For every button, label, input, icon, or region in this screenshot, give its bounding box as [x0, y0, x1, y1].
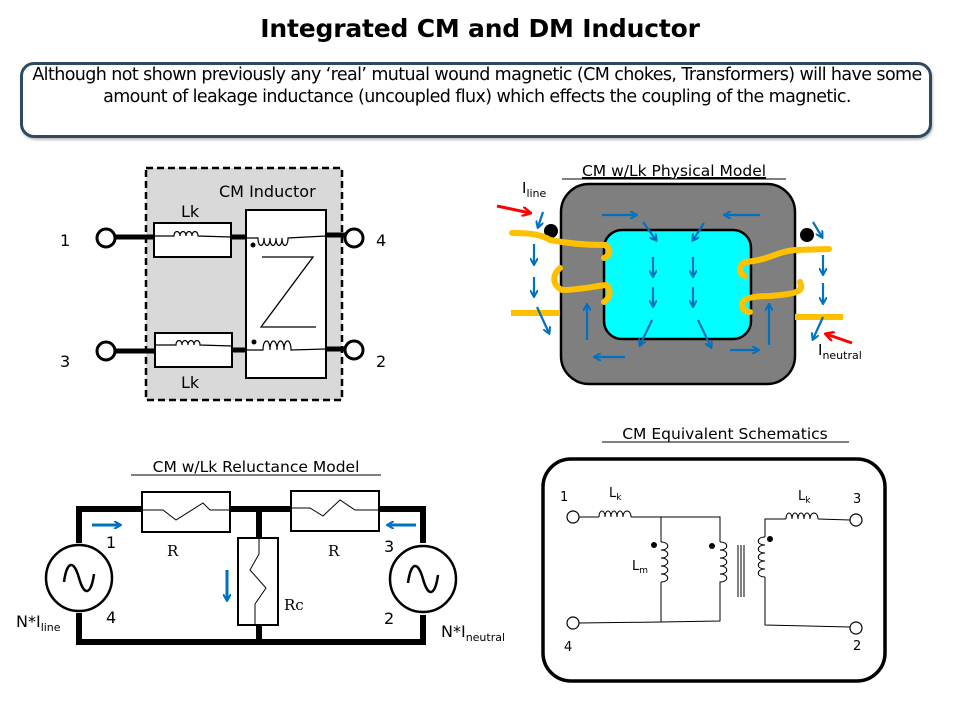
- port-4-label: 4: [564, 640, 572, 655]
- windings: [509, 230, 843, 320]
- r-right-box: [290, 490, 380, 532]
- source-left-label: N*Iline: [16, 612, 61, 634]
- terminal-2-icon: [343, 339, 365, 361]
- reluctance-model: CM w/Lk Reluctance Model R R Rc 1 4 3 2: [16, 458, 505, 645]
- r-right-label: R: [328, 542, 340, 560]
- i-line-label: Iline: [522, 179, 547, 200]
- lm-coil-icon: [660, 541, 669, 583]
- rc-label: Rc: [284, 596, 304, 614]
- node-2-label: 2: [384, 609, 394, 628]
- port-1-label: 1: [560, 490, 568, 505]
- lk-bottom-coil-icon: [155, 339, 233, 347]
- dot-right-icon: [800, 228, 814, 242]
- port-4-icon: [566, 616, 580, 630]
- cm-inductor-block: CM Inductor 1 3 4 2 Lk Lk: [60, 166, 386, 402]
- port-1-label: 1: [60, 231, 70, 250]
- dot-left-icon: [544, 224, 558, 238]
- port-3-icon: [849, 513, 863, 527]
- core-window: [602, 228, 753, 341]
- lk-left-label: Lk: [609, 486, 622, 503]
- physical-model: CM w/Lk Physical Model Iline Ineutral: [496, 162, 862, 386]
- port-1-icon: [566, 510, 580, 524]
- rc-zigzag-icon: [249, 538, 267, 625]
- port-3-label: 3: [853, 492, 861, 507]
- callout-box: [20, 62, 932, 138]
- port-2-icon: [849, 621, 863, 635]
- i-neutral-label: Ineutral: [818, 341, 862, 362]
- r-left-box: [141, 491, 231, 533]
- callout-text: Although not shown previously any ‘real’…: [32, 65, 922, 107]
- r-left-zigzag-icon: [142, 502, 230, 521]
- port-2-label: 2: [853, 639, 861, 654]
- node-3-label: 3: [384, 537, 394, 556]
- lk-top-inductor-box: [153, 222, 232, 258]
- terminal-4-icon: [343, 227, 365, 249]
- flux-arrows: [534, 212, 823, 357]
- node-4-label: 4: [106, 608, 116, 627]
- lk-top-coil-icon: [154, 230, 232, 238]
- r-right-zigzag-icon: [291, 499, 379, 517]
- rc-box: [237, 537, 279, 626]
- i-line-arrow-icon: [496, 204, 530, 213]
- r-left-label: R: [167, 542, 179, 560]
- lk-top-label: Lk: [181, 202, 200, 221]
- schematic-frame: [541, 457, 887, 683]
- terminal-1-icon: [95, 227, 117, 249]
- cm-inductor-label: CM Inductor: [219, 182, 316, 201]
- cm-top-coil-icon: [246, 235, 327, 247]
- lk-left-coil-icon: [598, 510, 632, 518]
- lk-right-coil-icon: [785, 512, 819, 520]
- source-right-label: N*Ineutral: [441, 622, 505, 644]
- primary-coil-icon: [719, 541, 728, 598]
- i-neutral-arrow-icon: [826, 334, 853, 345]
- terminal-3-icon: [95, 340, 117, 362]
- cm-bottom-coil-icon: [246, 340, 327, 351]
- physical-model-title: CM w/Lk Physical Model: [582, 162, 766, 180]
- node-1-label: 1: [106, 533, 116, 552]
- secondary-coil-icon: [757, 536, 766, 578]
- core-z-icon: [259, 256, 316, 328]
- equivalent-schematic: CM Equivalent Schematics 1 4 3 2: [541, 425, 887, 683]
- port-2-label: 2: [376, 352, 386, 371]
- equivalent-schematic-title: CM Equivalent Schematics: [622, 425, 828, 443]
- lk-right-label: Lk: [798, 489, 811, 506]
- lk-bottom-label: Lk: [181, 373, 200, 392]
- reluctance-model-title: CM w/Lk Reluctance Model: [153, 458, 360, 476]
- lk-bottom-inductor-box: [154, 332, 233, 368]
- port-4-label: 4: [376, 231, 386, 250]
- lm-label: Lm: [632, 559, 648, 576]
- slide-title: Integrated CM and DM Inductor: [260, 14, 700, 43]
- port-3-label: 3: [60, 352, 70, 371]
